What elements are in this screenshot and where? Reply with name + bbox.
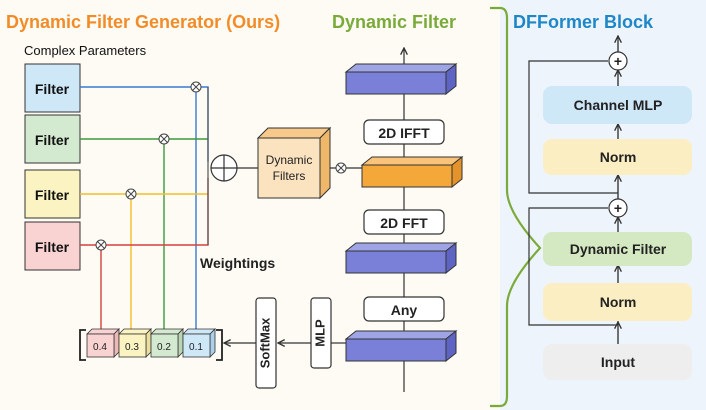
- weightings-label: Weightings: [200, 255, 275, 271]
- dynamic-filter-block-label: Dynamic Filter: [570, 241, 667, 257]
- red-weight-line: [80, 178, 209, 330]
- weight-value-blue: 0.1: [189, 342, 203, 353]
- norm-top-box: Norm: [543, 139, 692, 175]
- plus-icon-bottom: +: [608, 198, 628, 218]
- mlp-label-generator: MLP: [312, 319, 327, 347]
- block-panel-background: [500, 0, 706, 410]
- weight-value-red: 0.4: [93, 342, 107, 353]
- any-box: Any: [363, 296, 445, 322]
- dynamic-filter-block-box: Dynamic Filter: [543, 232, 692, 266]
- softmax-label: SoftMax: [257, 317, 272, 368]
- fft-box: 2D FFT: [363, 209, 445, 235]
- weight-cell-red: 0.4: [86, 328, 120, 358]
- channel-mlp-label: Channel MLP: [574, 97, 663, 113]
- dfformer-block-title: DFFormer Block: [513, 12, 654, 32]
- any-label: Any: [391, 302, 418, 318]
- multiply-icon-green: [158, 133, 170, 145]
- filter-label-green: Filter: [35, 132, 70, 148]
- dynamic-filter-title: Dynamic Filter: [332, 12, 456, 32]
- dynamic-filters-label-line2: Filters: [273, 169, 306, 183]
- filter-box-green: Filter: [24, 114, 81, 164]
- filter-label-blue: Filter: [35, 81, 70, 97]
- norm-bottom-box: Norm: [543, 283, 692, 321]
- residual-path-top: [528, 60, 618, 194]
- tensor-top: [344, 62, 458, 96]
- filter-box-blue: Filter: [24, 63, 81, 113]
- filter-label-yellow: Filter: [35, 187, 70, 203]
- input-box: Input: [543, 344, 692, 380]
- blue-weight-line: [80, 86, 209, 330]
- complex-parameters-label: Complex Parameters: [24, 43, 147, 58]
- plus-icon-top: +: [608, 51, 628, 71]
- weights-bracket: [79, 329, 223, 361]
- filter-box-yellow: Filter: [24, 169, 81, 219]
- ifft-box: 2D IFFT: [363, 119, 445, 145]
- tensor-bottom: [344, 329, 458, 363]
- dynamic-filters-box: Dynamic Filters: [256, 126, 332, 200]
- norm-bottom-label: Norm: [600, 294, 637, 310]
- softmax-box: SoftMax: [255, 297, 277, 389]
- tensor-middle: [344, 241, 458, 275]
- multiply-icon-dynamic: [335, 162, 347, 174]
- weight-cell-yellow: 0.3: [118, 328, 152, 358]
- input-label: Input: [601, 354, 636, 370]
- weight-cell-green: 0.2: [150, 328, 184, 358]
- filter-label-pink: Filter: [35, 239, 70, 255]
- multiply-icon-blue: [190, 81, 202, 93]
- norm-top-label: Norm: [600, 149, 637, 165]
- weight-value-yellow: 0.3: [125, 342, 139, 353]
- plus-symbol-bottom: +: [614, 200, 622, 216]
- dynamic-filters-label-line1: Dynamic: [266, 153, 313, 167]
- green-weight-line: [80, 138, 208, 330]
- plus-symbol-top: +: [614, 53, 622, 69]
- residual-path-bottom: [528, 207, 618, 326]
- multiply-icon-red: [95, 239, 107, 251]
- weight-cell-blue: 0.1: [182, 328, 216, 358]
- tensor-orange: [360, 155, 464, 189]
- weight-value-green: 0.2: [157, 342, 171, 353]
- expansion-bracket: [490, 6, 542, 408]
- generator-title: Dynamic Filter Generator (Ours): [6, 12, 280, 32]
- fft-label: 2D FFT: [380, 215, 428, 231]
- ifft-label: 2D IFFT: [378, 125, 430, 141]
- multiply-icon-yellow: [125, 188, 137, 200]
- channel-mlp-box: Channel MLP: [543, 86, 692, 124]
- yellow-weight-line: [80, 193, 208, 330]
- mlp-box-generator: MLP: [310, 297, 332, 369]
- sum-icon: [210, 154, 238, 182]
- filter-box-pink: Filter: [24, 221, 81, 271]
